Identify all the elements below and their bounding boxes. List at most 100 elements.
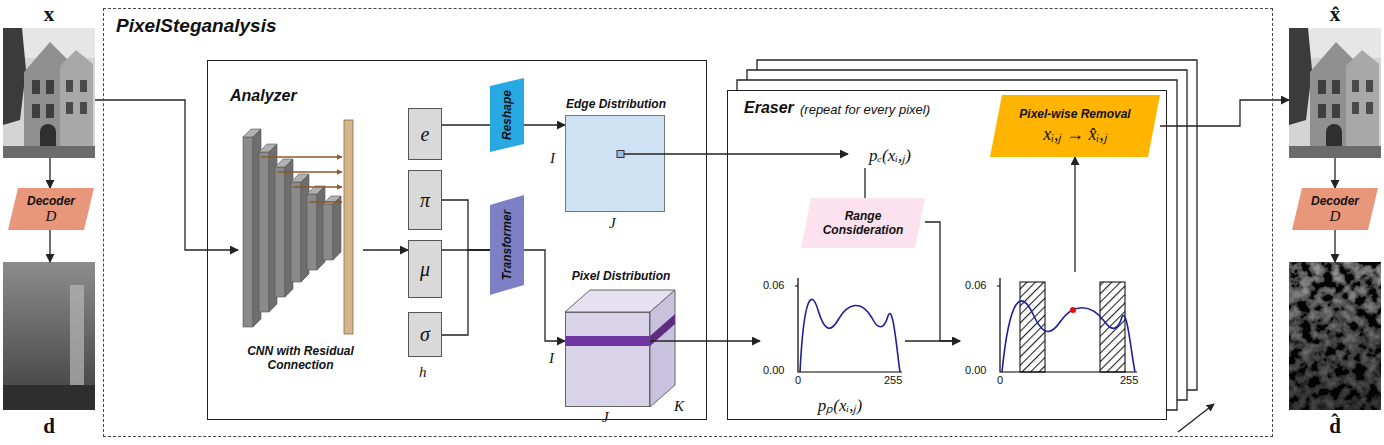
- connector: [925, 222, 960, 341]
- removal-box: Pixel-wise Removalxᵢ,ⱼ → x̂ᵢ,ⱼ: [990, 95, 1160, 157]
- cube-heading: Pixel Distribution: [546, 269, 696, 283]
- eraser-stack-part: [737, 80, 1177, 410]
- edge-probability: pₑ(xᵢ,ⱼ): [848, 140, 932, 168]
- cnn-illustration-part: [261, 156, 342, 158]
- axis-label: 0.00: [763, 364, 784, 376]
- vector-box: π: [408, 170, 442, 230]
- panel-title: Eraser: [744, 99, 794, 117]
- dimension-label: I: [550, 150, 555, 167]
- connector: [524, 124, 565, 125]
- map-heading: Edge Distribution: [536, 97, 696, 111]
- noisy-depth-photo: [1289, 262, 1381, 410]
- noisy-depth-image: d̂: [1289, 262, 1381, 410]
- depth-photo: [3, 262, 95, 410]
- image-label: d: [3, 414, 95, 439]
- cnn-illustration-part: [259, 152, 269, 312]
- vector-box: σ: [408, 312, 442, 357]
- cnn-illustration-part: [291, 182, 301, 282]
- parallelogram-fill: [1292, 188, 1378, 230]
- vector-box: μ: [408, 240, 442, 298]
- formula: xᵢ,ⱼ → x̂ᵢ,ⱼ: [1043, 121, 1107, 145]
- noisy-depth-photo-part: [1289, 262, 1381, 410]
- cnn-illustration-part: [293, 186, 342, 188]
- frame-title: PixelSteganalysis: [116, 15, 277, 37]
- pixel-marker-stub: [624, 153, 665, 154]
- image-label: x̂: [1289, 2, 1381, 27]
- noisy-depth-photo-part: [1289, 262, 1381, 410]
- block-caption: CNN with Residual Connection: [230, 344, 371, 373]
- cnn-illustration-part: [275, 167, 285, 297]
- analyzer-panel: AnalyzerCNN with Residual Connection e π μσ…: [207, 60, 707, 420]
- vector-symbol: π: [420, 189, 430, 212]
- cube-faces-part: [650, 290, 675, 407]
- decoder-box: DecoderD: [1292, 188, 1378, 230]
- parallelogram-fill: [490, 195, 524, 295]
- axis-label: 0: [795, 374, 801, 386]
- box-label: Decoder: [27, 194, 75, 208]
- axis-label: 0.06: [965, 279, 986, 291]
- cnn-illustration-part: [309, 201, 342, 203]
- range-plot-part: [1000, 278, 1137, 372]
- vector-box: e: [408, 108, 442, 160]
- depth-photo-part: [70, 285, 84, 395]
- connector: [1334, 230, 1335, 262]
- cnn-illustration-part: [344, 120, 353, 334]
- parallelogram-fill: [801, 198, 925, 248]
- depth-photo-part: [3, 385, 95, 410]
- box-label: Range Consideration: [817, 209, 909, 238]
- connector: [363, 249, 408, 250]
- photo-input: [3, 28, 95, 158]
- connector: [49, 230, 50, 262]
- panel-title: Analyzer: [230, 87, 297, 105]
- cnn-illustration-part: [333, 196, 341, 260]
- vector-symbol: e: [421, 123, 430, 146]
- photo-output: [1289, 28, 1381, 158]
- repeat-arrow: [1178, 404, 1214, 432]
- connector: [1160, 100, 1289, 126]
- connector: [49, 158, 50, 188]
- connector: [524, 250, 565, 341]
- connector: [905, 340, 960, 341]
- connector: [650, 340, 760, 341]
- axis-label: 0.00: [965, 364, 986, 376]
- connector: [1074, 157, 1075, 272]
- formula: pₑ(xᵢ,ⱼ): [869, 143, 911, 166]
- cnn-illustration-part: [277, 171, 342, 173]
- decoder-symbol: D: [46, 208, 57, 225]
- eraser-stack: [737, 60, 1197, 410]
- dimension-label: K: [674, 398, 684, 415]
- dimension-label: h: [419, 364, 427, 381]
- transformer-block: Transformer: [490, 195, 524, 295]
- axis-label: 0.06: [763, 279, 784, 291]
- axis-label: 255: [884, 374, 902, 386]
- connector: [864, 168, 865, 198]
- probability-plot: [795, 278, 902, 372]
- depth-photo-part: [3, 262, 95, 410]
- framework-frame: PixelSteganalysisAnalyzerCNN with Residu…: [103, 8, 1273, 437]
- eraser-panel: Eraser(repeat for every pixel)pₑ(xᵢ,ⱼ)Ra…: [727, 90, 1167, 420]
- range-plot-box: 0.060.000255: [960, 272, 1140, 392]
- probability-plot-part: [800, 299, 900, 372]
- range-box: Range Consideration: [801, 198, 925, 248]
- connector: [95, 100, 238, 250]
- image-label: x: [3, 2, 95, 27]
- pixel-slice: [566, 336, 650, 346]
- block-label: Reshape: [500, 90, 514, 140]
- probability-plot-part: [798, 278, 902, 372]
- connector: [442, 250, 490, 335]
- box-label: Pixel-wise Removal: [1019, 107, 1130, 121]
- cnn-block: CNN with Residual Connection: [238, 112, 363, 387]
- plot-caption: pₚ(xᵢ,ⱼ): [780, 393, 900, 416]
- parallelogram-fill: [490, 78, 524, 152]
- connector: [442, 124, 490, 125]
- cnn-illustration: [243, 120, 353, 334]
- connector: [1334, 158, 1335, 188]
- range-plot-part: [1070, 307, 1076, 313]
- range-plot-part: [1100, 282, 1125, 372]
- range-plot: [997, 278, 1137, 372]
- eraser-stack-part: [757, 60, 1197, 390]
- input-image: x: [3, 28, 95, 158]
- axis-label: 0: [997, 374, 1003, 386]
- connector: [442, 200, 490, 250]
- cnn-illustration-part: [307, 194, 317, 270]
